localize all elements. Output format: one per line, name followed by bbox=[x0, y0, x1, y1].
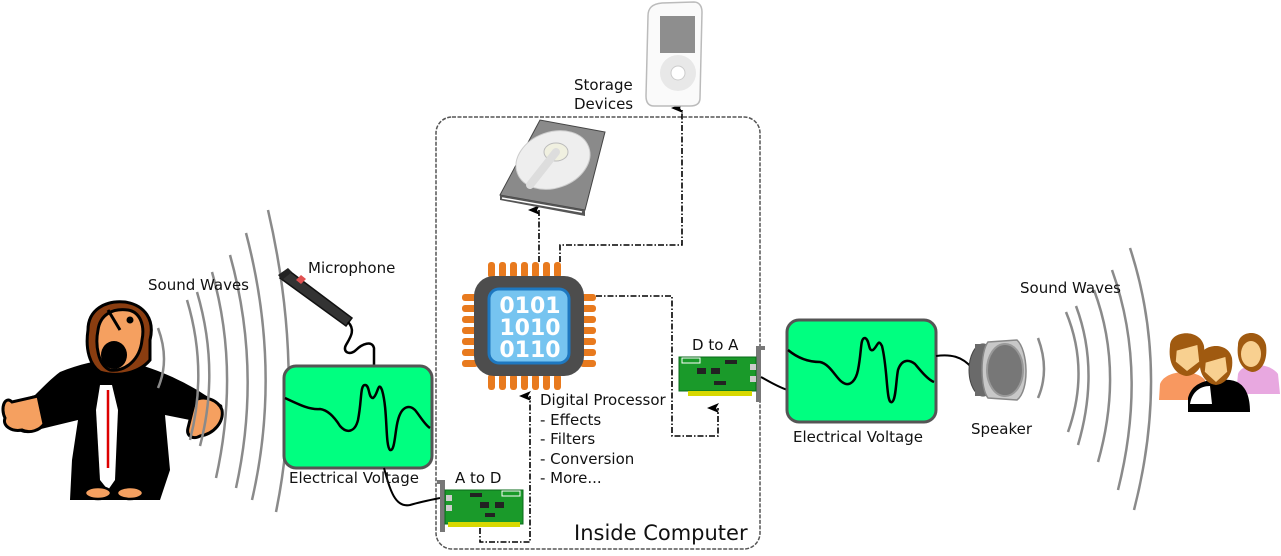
inside-computer-box bbox=[435, 116, 761, 550]
inside-computer-label: Inside Computer bbox=[574, 521, 748, 545]
storage-label-line-1: Storage bbox=[574, 76, 633, 94]
voltage-input-label: Electrical Voltage bbox=[289, 469, 419, 487]
processor-title: Digital Processor bbox=[540, 391, 666, 409]
dac-label: D to A bbox=[692, 336, 739, 354]
voltage-scope-output bbox=[785, 318, 938, 424]
speaker-icon bbox=[968, 339, 1027, 401]
voltage-scope-input bbox=[282, 364, 434, 470]
speaker-label: Speaker bbox=[971, 420, 1033, 438]
microphone-label: Microphone bbox=[308, 259, 396, 277]
wire-scope-to-adc bbox=[383, 467, 441, 507]
processor-item: - Conversion bbox=[540, 449, 635, 468]
ipod-icon bbox=[645, 1, 703, 107]
processor-item: - More... bbox=[540, 469, 602, 487]
chip-text-line-2: 1010 bbox=[499, 316, 560, 341]
sound-waves-right-icon bbox=[1036, 247, 1153, 511]
sound-waves-output-label: Sound Waves bbox=[1020, 279, 1121, 297]
wire-scope-to-speaker bbox=[935, 354, 973, 369]
adc-card-icon bbox=[437, 480, 524, 532]
singer-icon bbox=[1, 300, 224, 501]
adc-label: A to D bbox=[455, 469, 502, 487]
processor-description: Digital Processor - Effects - Filters - … bbox=[540, 391, 666, 489]
hard-drive-icon bbox=[499, 119, 606, 216]
sound-waves-input-label: Sound Waves bbox=[148, 276, 249, 294]
wire-dac-to-scope bbox=[760, 376, 789, 391]
chip-text-line-1: 0101 bbox=[499, 294, 560, 319]
audience-icon bbox=[1159, 332, 1280, 412]
chip-text-line-3: 0110 bbox=[499, 338, 560, 363]
arrow-processor-to-ipod bbox=[559, 103, 683, 262]
microphone-icon bbox=[278, 268, 376, 366]
arrow-processor-to-dac bbox=[596, 295, 719, 437]
processor-item: - Filters bbox=[540, 430, 596, 448]
processor-item: - Effects bbox=[540, 410, 602, 429]
sound-waves-left-icon bbox=[156, 209, 290, 513]
storage-label-line-2: Devices bbox=[574, 95, 634, 113]
arrow-adc-to-processor bbox=[479, 391, 531, 543]
voltage-output-label: Electrical Voltage bbox=[793, 428, 923, 446]
dac-card-icon bbox=[678, 346, 765, 402]
processor-chip-icon: 0101 1010 0110 bbox=[462, 262, 596, 390]
